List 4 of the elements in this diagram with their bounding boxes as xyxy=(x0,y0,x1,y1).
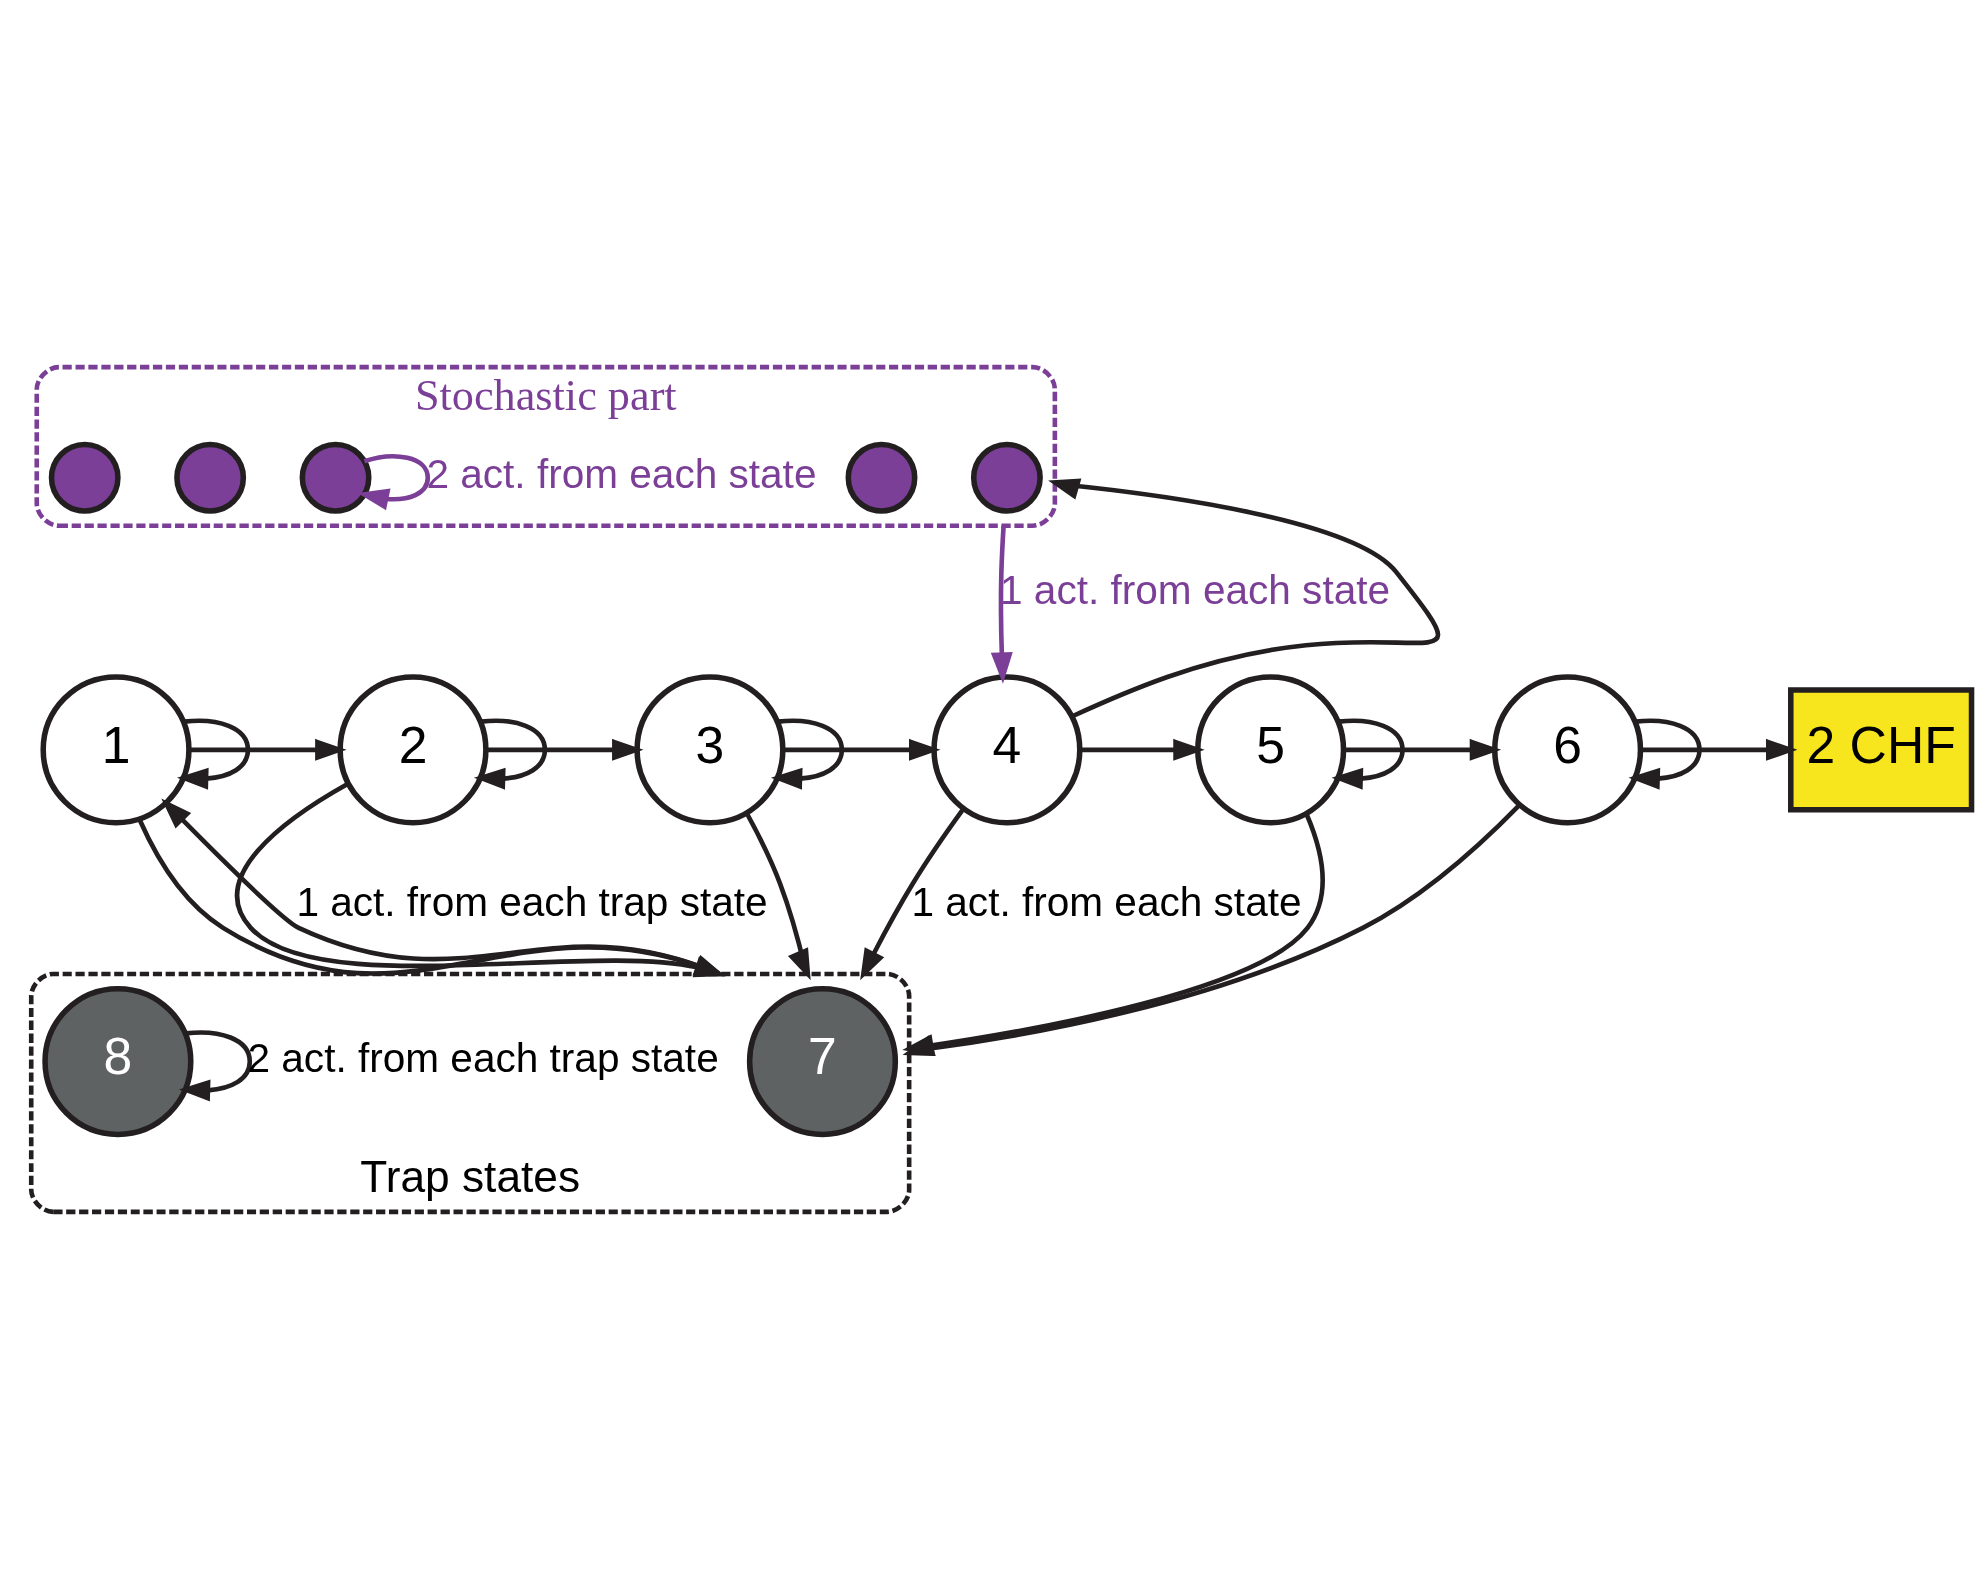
edge-label: 1 act. from each state xyxy=(911,878,1302,925)
edge-label: 1 act. from each trap state xyxy=(296,878,768,925)
edge-label: 1 act. from each state xyxy=(1000,566,1391,613)
edge-label: 2 act. from each state xyxy=(426,450,817,497)
